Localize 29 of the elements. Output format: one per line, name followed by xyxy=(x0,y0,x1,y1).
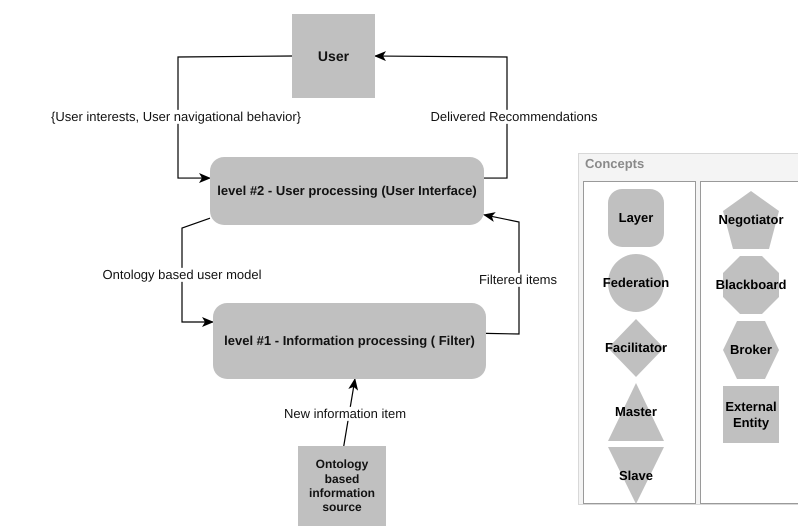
arrow xyxy=(483,212,520,335)
panel-title: Concepts xyxy=(585,156,644,171)
entity-box: Ontology based information source xyxy=(298,446,386,526)
arrow xyxy=(181,218,214,327)
shape-label: Broker xyxy=(730,342,772,358)
concepts-panel xyxy=(578,153,798,505)
edge-label: Delivered Recommendations xyxy=(430,110,598,124)
master-triangle xyxy=(608,383,664,441)
shape-label: Facilitator xyxy=(604,340,668,356)
arrow xyxy=(177,55,292,184)
shape-label: Master xyxy=(615,404,657,420)
arrow xyxy=(374,51,508,179)
shape-label: Slave xyxy=(619,468,653,484)
shape-label: Negotiator xyxy=(718,212,784,228)
broker-hexagon xyxy=(723,321,779,379)
slave-triangle xyxy=(608,447,664,504)
layer-box: level #1 - Information processing ( Filter) xyxy=(213,303,486,379)
edge-label: New information item xyxy=(282,406,408,422)
shape-label: Layer xyxy=(618,210,654,226)
shape-label: Federation xyxy=(602,275,670,291)
entity-box: User xyxy=(292,14,375,98)
shape-label: External Entity xyxy=(724,398,778,430)
edge-label: Ontology based user model xyxy=(102,268,262,282)
edge-label: {User interests, User navigational behavior} xyxy=(50,110,302,124)
edge-label: Filtered items xyxy=(478,272,558,288)
external-entity-square xyxy=(723,386,779,443)
layer-shape xyxy=(608,189,664,247)
layer-box: level #2 - User processing (User Interface) xyxy=(210,157,484,225)
shape-label: Blackboard xyxy=(716,277,786,293)
